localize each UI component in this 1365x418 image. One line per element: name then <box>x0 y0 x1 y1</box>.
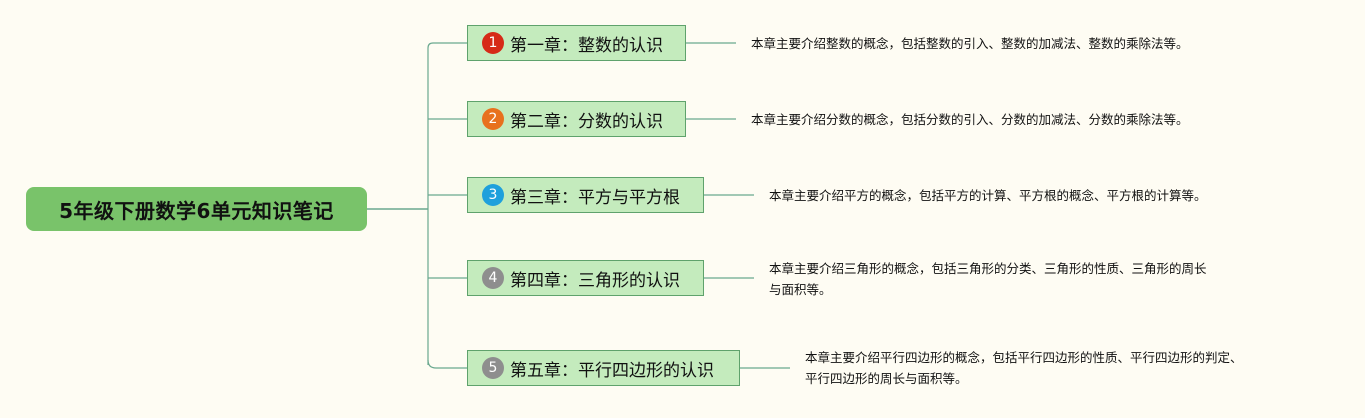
description-line: 本章主要介绍分数的概念，包括分数的引入、分数的加减法、分数的乘除法等。 <box>751 112 1189 127</box>
chapter-title: 第四章：三角形的认识 <box>510 270 680 291</box>
chapter-description-2: 本章主要介绍分数的概念，包括分数的引入、分数的加减法、分数的乘除法等。 <box>751 109 1189 130</box>
chapter-node-4[interactable]: 4 第四章：三角形的认识 <box>467 260 704 296</box>
number-badge-icon: 2 <box>482 108 504 130</box>
branch-line-5 <box>427 359 467 369</box>
branch-line-1 <box>427 42 467 49</box>
chapter-node-1[interactable]: 1 第一章：整数的认识 <box>467 25 686 61</box>
root-title: 5年级下册数学6单元知识笔记 <box>59 198 334 223</box>
description-line: 平行四边形的周长与面积等。 <box>805 371 968 386</box>
description-line: 本章主要介绍平方的概念，包括平方的计算、平方根的概念、平方根的计算等。 <box>769 188 1207 203</box>
chapter-description-1: 本章主要介绍整数的概念，包括整数的引入、整数的加减法、整数的乘除法等。 <box>751 33 1189 54</box>
chapter-title: 第五章：平行四边形的认识 <box>510 360 714 381</box>
number-badge-icon: 1 <box>482 32 504 54</box>
description-line: 本章主要介绍整数的概念，包括整数的引入、整数的加减法、整数的乘除法等。 <box>751 36 1189 51</box>
chapter-title: 第一章：整数的认识 <box>510 35 663 56</box>
number-badge-icon: 5 <box>482 357 504 379</box>
chapter-node-3[interactable]: 3 第三章：平方与平方根 <box>467 177 704 213</box>
number-badge-icon: 4 <box>482 267 504 289</box>
chapter-node-2[interactable]: 2 第二章：分数的认识 <box>467 101 686 137</box>
chapter-node-5[interactable]: 5 第五章：平行四边形的认识 <box>467 350 740 386</box>
description-line: 本章主要介绍三角形的概念，包括三角形的分类、三角形的性质、三角形的周长 <box>769 261 1207 276</box>
root-node[interactable]: 5年级下册数学6单元知识笔记 <box>26 187 367 231</box>
chapter-title: 第三章：平方与平方根 <box>510 187 680 208</box>
description-line: 与面积等。 <box>769 282 832 297</box>
chapter-description-4: 本章主要介绍三角形的概念，包括三角形的分类、三角形的性质、三角形的周长 与面积等… <box>769 258 1207 300</box>
description-line: 本章主要介绍平行四边形的概念，包括平行四边形的性质、平行四边形的判定、 <box>805 350 1243 365</box>
number-badge-icon: 3 <box>482 184 504 206</box>
chapter-description-5: 本章主要介绍平行四边形的概念，包括平行四边形的性质、平行四边形的判定、 平行四边… <box>805 347 1243 389</box>
chapter-title: 第二章：分数的认识 <box>510 111 663 132</box>
chapter-description-3: 本章主要介绍平方的概念，包括平方的计算、平方根的概念、平方根的计算等。 <box>769 185 1207 206</box>
